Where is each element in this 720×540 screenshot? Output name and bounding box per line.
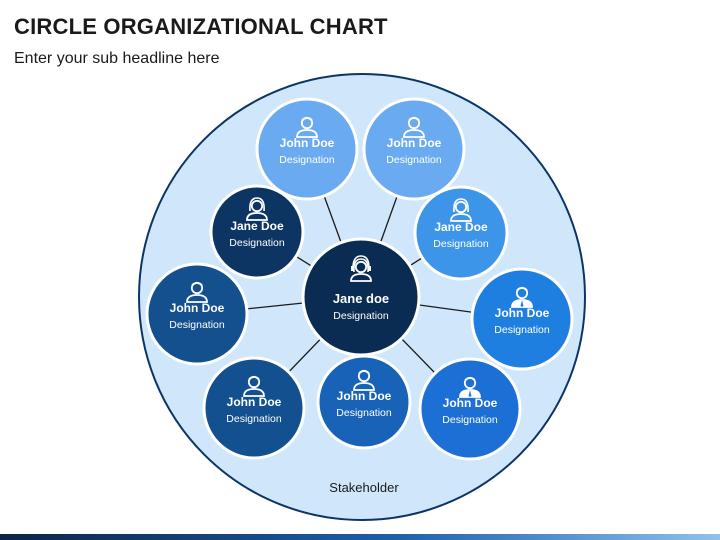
node-circle (209, 184, 305, 280)
node-circle (362, 97, 466, 201)
node-name: John Doe (280, 136, 335, 150)
male-user-icon (186, 281, 208, 303)
node-designation: Designation (229, 237, 285, 249)
node-name: John Doe (227, 395, 282, 409)
male-tie-user-icon (511, 286, 533, 308)
node-designation: Designation (333, 310, 389, 322)
node-designation: Designation (442, 414, 498, 426)
node-name: John Doe (495, 306, 550, 320)
node-circle (418, 357, 522, 461)
male-user-icon (296, 116, 318, 138)
node-name: John Doe (170, 301, 225, 315)
node-designation: Designation (494, 324, 550, 336)
bottom-accent-bar (0, 534, 720, 540)
node-designation: Designation (226, 413, 282, 425)
page-subtitle: Enter your sub headline here (14, 50, 220, 67)
node-designation: Designation (433, 238, 489, 250)
female-user-icon (450, 198, 472, 222)
node-designation: Designation (169, 319, 225, 331)
node-circle (255, 97, 359, 201)
node-circle (470, 267, 574, 371)
female-user-icon (246, 197, 268, 221)
male-user-icon (243, 375, 265, 397)
node-name: Jane Doe (434, 220, 488, 234)
node-circle (413, 185, 509, 281)
male-tie-user-icon (459, 376, 481, 398)
male-user-icon (353, 369, 375, 391)
node-name: John Doe (443, 396, 498, 410)
node-circle (202, 356, 306, 460)
node-designation: Designation (336, 407, 392, 419)
male-user-icon (403, 116, 425, 138)
node-name: John Doe (387, 136, 442, 150)
page-title: CIRCLE ORGANIZATIONAL CHART (14, 14, 388, 39)
node-name: John Doe (337, 389, 392, 403)
stakeholder-label: Stakeholder (329, 480, 399, 495)
female-headset-icon (350, 255, 372, 282)
node-circle (145, 262, 249, 366)
center-node-circle (301, 237, 421, 357)
node-name: Jane doe (333, 291, 389, 306)
node-name: Jane Doe (230, 219, 284, 233)
node-designation: Designation (279, 154, 335, 166)
node-designation: Designation (386, 154, 442, 166)
